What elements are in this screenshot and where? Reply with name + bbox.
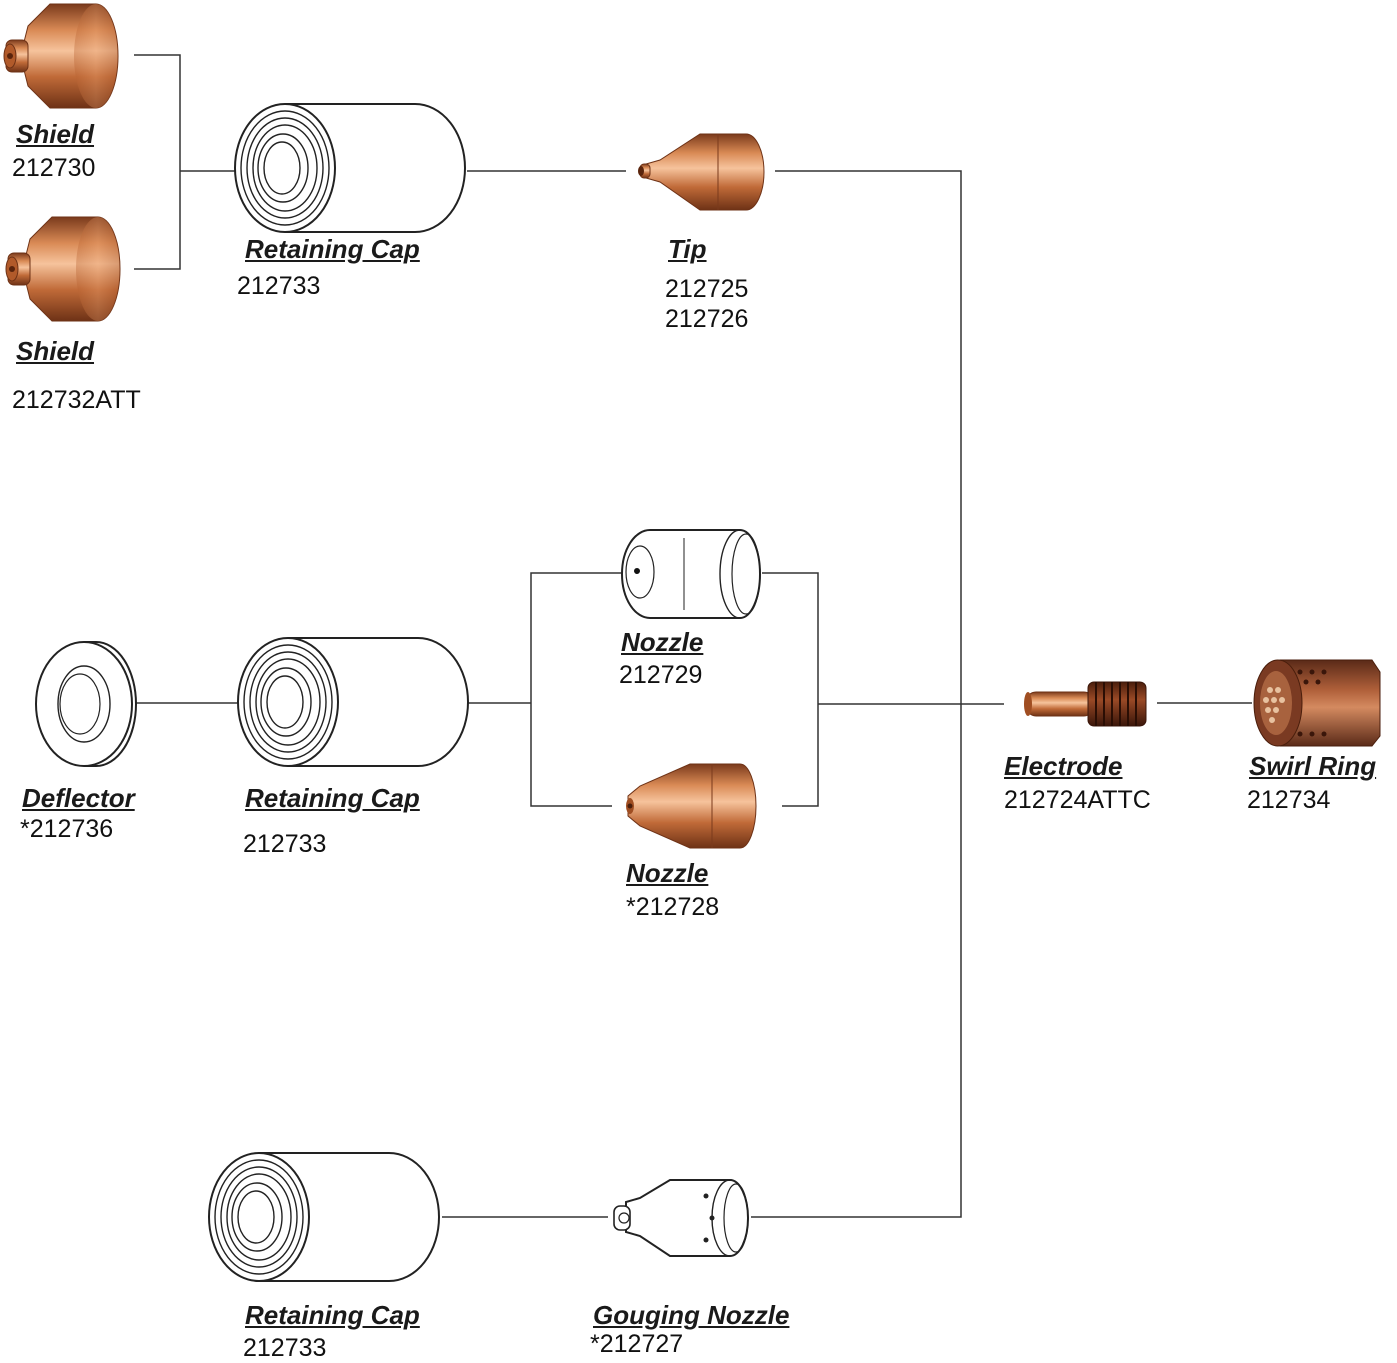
shield-label: Shield	[16, 119, 94, 150]
tip-part-number: 212726	[665, 305, 748, 334]
electrode-label: Electrode	[1004, 751, 1123, 782]
nozzle-part-number: 212729	[619, 661, 702, 690]
retaining-cap-label: Retaining Cap	[245, 1300, 420, 1331]
retaining-cap-label: Retaining Cap	[245, 783, 420, 814]
retaining-cap-icon	[209, 1153, 439, 1281]
electrode-icon	[1024, 682, 1146, 726]
nozzle-copper-icon	[626, 764, 756, 848]
shield-icon	[6, 217, 120, 321]
electrode-part-number: 212724ATTC	[1004, 786, 1151, 815]
swirl-ring-icon	[1254, 660, 1380, 746]
swirl-ring-part-number: 212734	[1247, 786, 1330, 815]
retaining-cap-label: Retaining Cap	[245, 234, 420, 265]
retaining-cap-icon	[235, 104, 465, 232]
swirl-ring-label: Swirl Ring	[1249, 751, 1376, 782]
deflector-part-number: *212736	[20, 815, 113, 844]
nozzle-outline-icon	[622, 530, 760, 618]
tip-icon	[638, 134, 764, 210]
nozzle-label: Nozzle	[626, 858, 708, 889]
nozzle-part-number: *212728	[626, 893, 719, 922]
tip-part-number: 212725	[665, 275, 748, 304]
gouging-nozzle-label: Gouging Nozzle	[593, 1300, 789, 1331]
shield-part-number: 212732ATT	[12, 386, 141, 415]
shield-part-number: 212730	[12, 154, 95, 183]
deflector-icon	[36, 642, 136, 766]
tip-label: Tip	[668, 234, 707, 265]
deflector-label: Deflector	[22, 783, 135, 814]
retaining-cap-part-number: 212733	[243, 830, 326, 859]
nozzle-label: Nozzle	[621, 627, 703, 658]
shield-icon	[4, 4, 118, 108]
retaining-cap-part-number: 212733	[237, 272, 320, 301]
gouging-nozzle-part-number: *212727	[590, 1330, 683, 1359]
retaining-cap-part-number: 212733	[243, 1334, 326, 1363]
shield-label: Shield	[16, 336, 94, 367]
retaining-cap-icon	[238, 638, 468, 766]
gouging-nozzle-icon	[614, 1180, 748, 1256]
